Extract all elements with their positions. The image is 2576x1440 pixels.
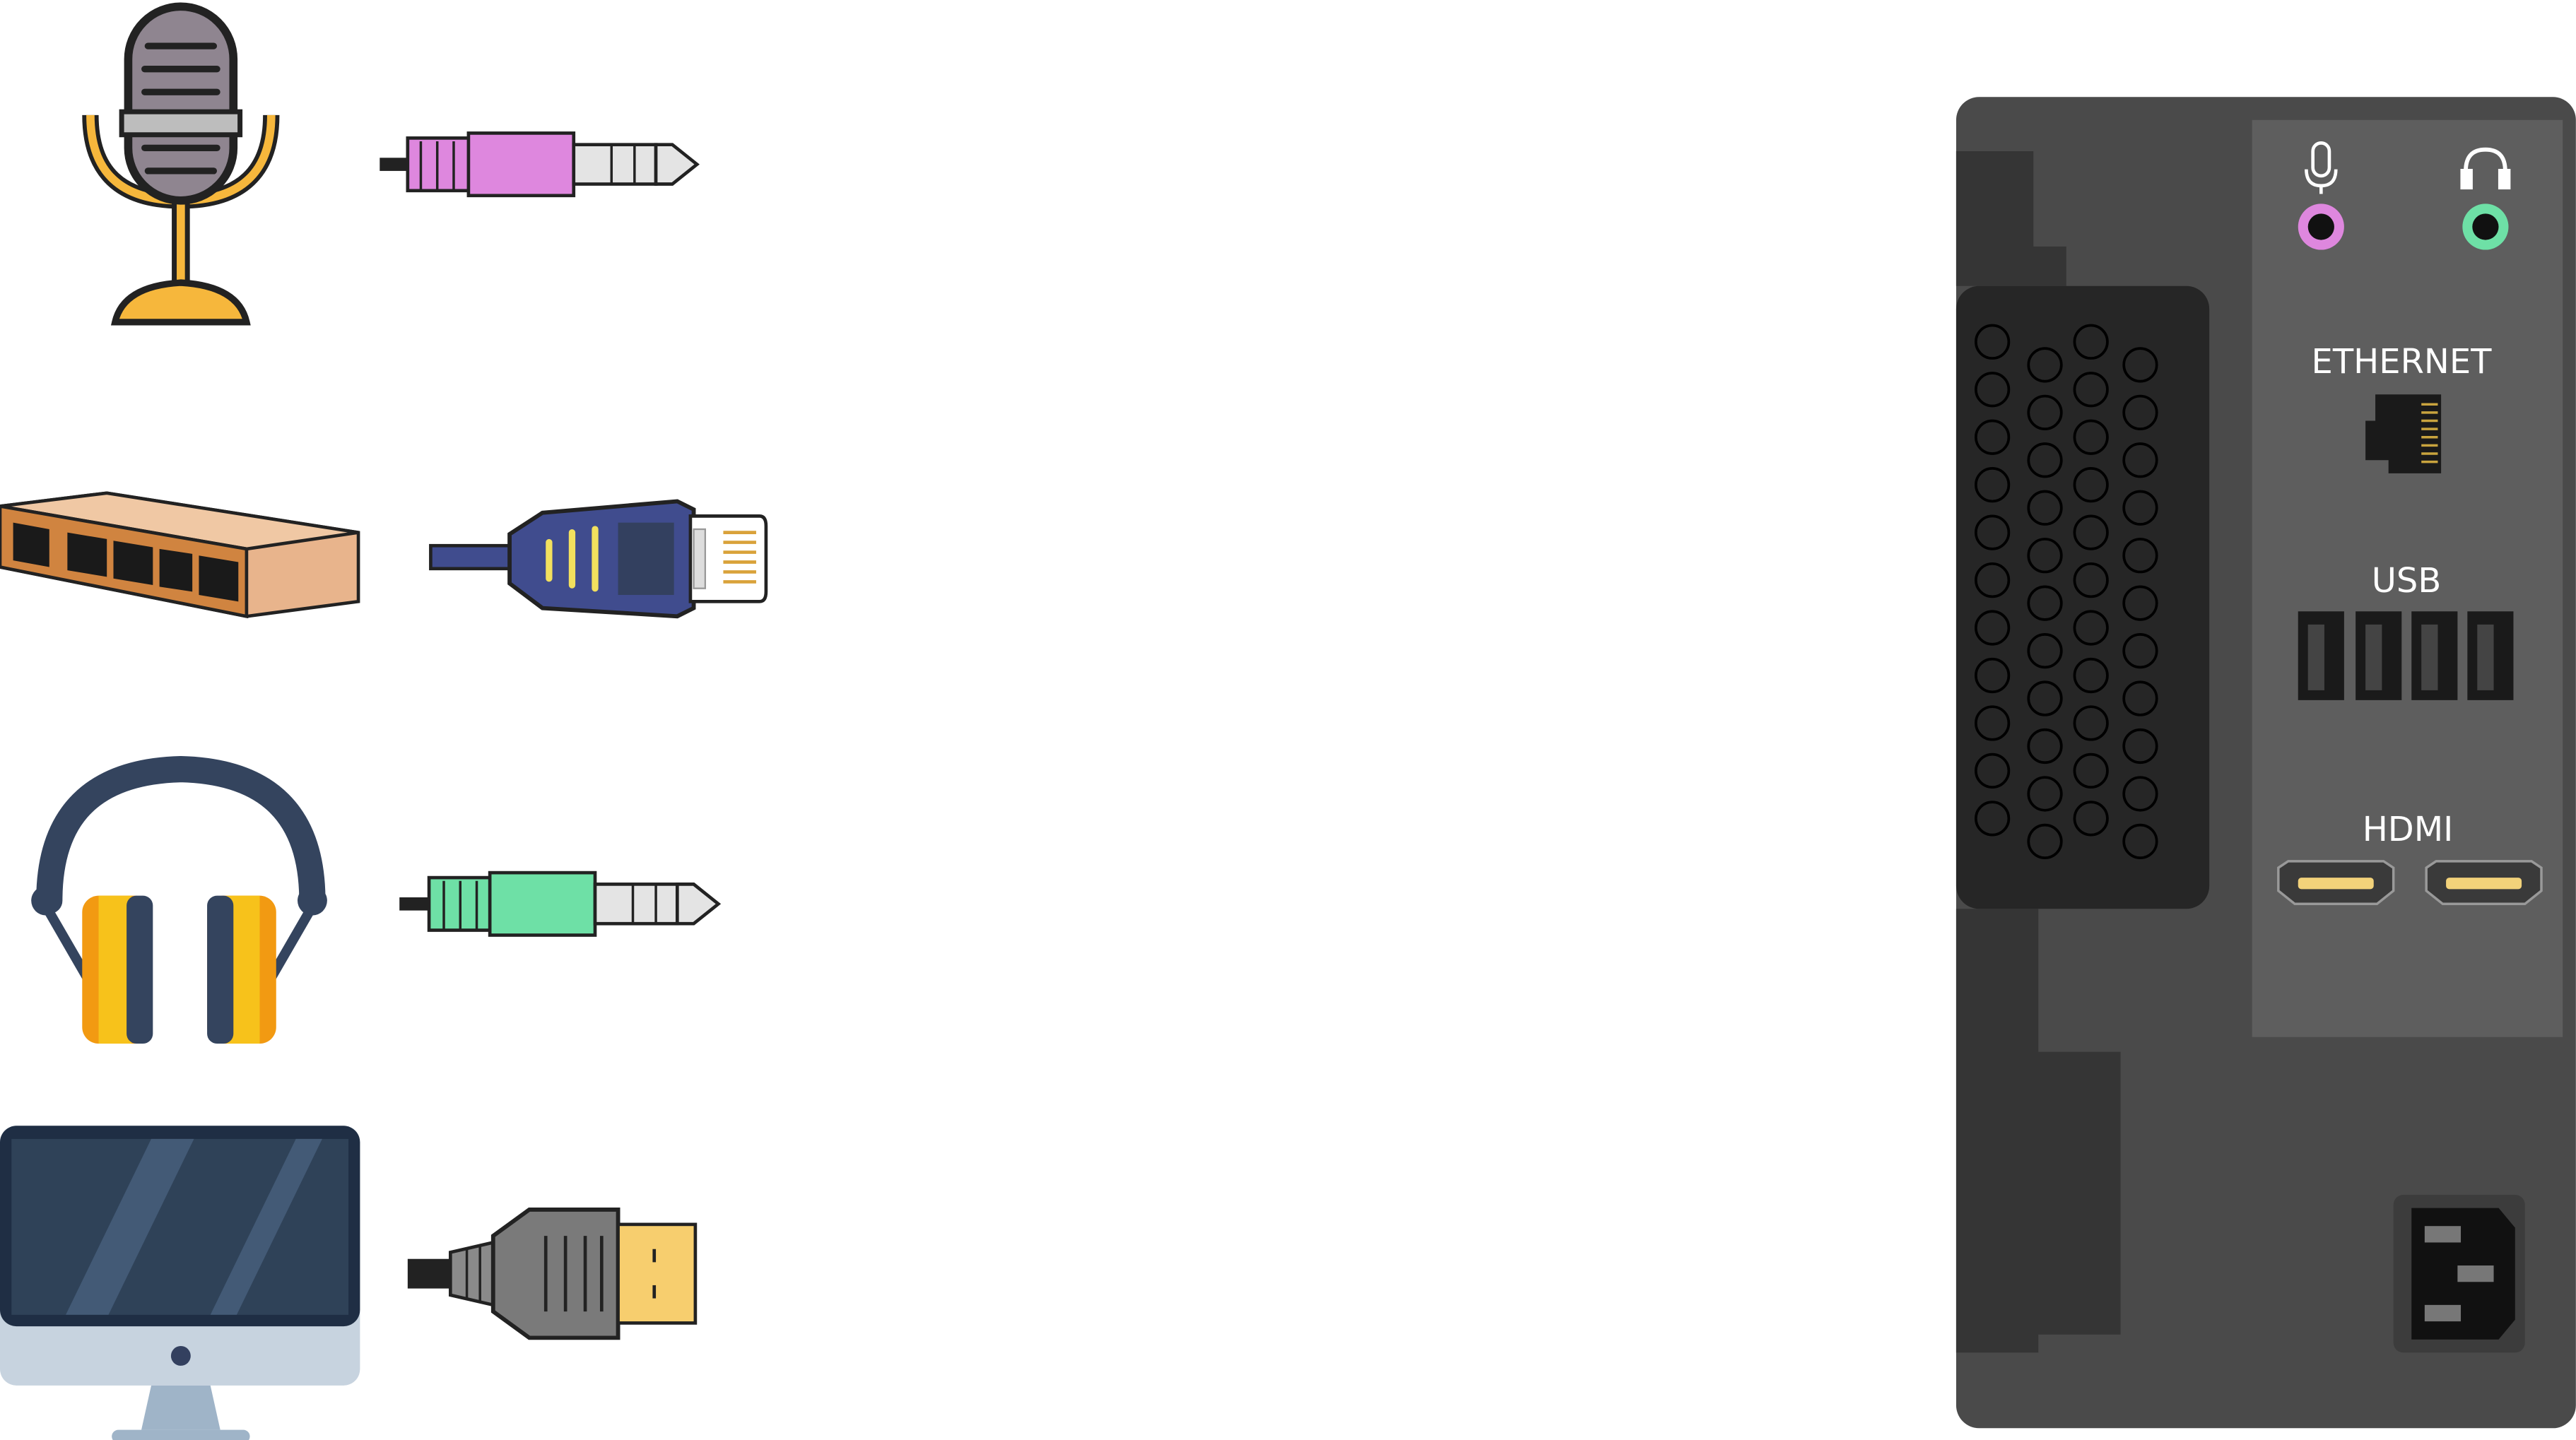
vent-hole [1974, 324, 2011, 360]
usb-port-3[interactable] [2411, 611, 2458, 700]
microphone-audio-plug-icon[interactable] [380, 131, 700, 198]
microphone-icon[interactable] [82, 2, 280, 326]
vent-hole [2073, 467, 2109, 503]
vent-hole [2122, 728, 2158, 765]
usb-port-1[interactable] [2298, 611, 2344, 700]
vent-hole [2027, 776, 2063, 812]
vent-hole [2122, 538, 2158, 574]
vent-hole [2027, 394, 2063, 430]
vent-hole [1974, 514, 2011, 550]
vent-hole [2122, 442, 2158, 478]
vent-hole [2027, 728, 2063, 765]
usb-port-4[interactable] [2467, 611, 2514, 700]
ethernet-port[interactable] [2365, 394, 2442, 473]
network-switch-icon[interactable] [0, 491, 360, 619]
hdmi-port-2[interactable] [2425, 860, 2543, 906]
vent-hole [1974, 705, 2011, 741]
vent-hole [1974, 419, 2011, 455]
headphones-audio-plug-icon[interactable] [399, 871, 722, 937]
headphone-small-icon [2460, 147, 2511, 190]
vent-hole [2027, 632, 2063, 669]
vent-hole [2073, 801, 2109, 837]
vent-hole [1974, 562, 2011, 598]
vent-hole [2027, 585, 2063, 621]
vent-hole [2073, 753, 2109, 789]
vent-hole [1974, 467, 2011, 503]
hdmi-port-1[interactable] [2277, 860, 2395, 906]
vent-hole [2073, 657, 2109, 694]
vent-hole [2122, 680, 2158, 716]
vent-hole [1974, 753, 2011, 789]
vent-hole [2073, 610, 2109, 646]
headphone-jack[interactable] [2460, 147, 2511, 250]
vent-hole [2073, 324, 2109, 360]
power-inlet[interactable] [2393, 1195, 2525, 1353]
vent-hole [1974, 801, 2011, 837]
vent-hole [2027, 442, 2063, 478]
vent-hole [2122, 823, 2158, 860]
vent-hole [1974, 657, 2011, 694]
vent-hole [1974, 610, 2011, 646]
vent-hole [2073, 562, 2109, 598]
vent-hole [2122, 490, 2158, 526]
vent-hole [2027, 347, 2063, 383]
monitor-icon[interactable] [0, 1126, 360, 1440]
vent-hole [2122, 632, 2158, 669]
vent-hole [2027, 490, 2063, 526]
vent-hole [2027, 680, 2063, 716]
usb-label: USB [2372, 561, 2442, 601]
vent-hole [1974, 372, 2011, 408]
vent-hole [2027, 538, 2063, 574]
vent-hole [2073, 419, 2109, 455]
ethernet-plug-icon[interactable] [429, 499, 768, 619]
vent-hole [2027, 823, 2063, 860]
hdmi-plug-icon[interactable] [407, 1208, 698, 1340]
vent-grille [1955, 285, 2210, 909]
headphones-icon[interactable] [31, 755, 327, 1044]
usb-port-2[interactable] [2356, 611, 2402, 700]
vent-hole [2122, 347, 2158, 383]
hdmi-ports [2277, 860, 2543, 906]
vent-hole [2122, 394, 2158, 430]
vent-hole [2122, 585, 2158, 621]
mic-small-icon [2305, 141, 2338, 194]
vent-hole [2073, 372, 2109, 408]
usb-ports [2298, 611, 2514, 700]
vent-hole [2122, 776, 2158, 812]
vent-hole [2073, 705, 2109, 741]
vent-holes [1974, 324, 2158, 860]
hdmi-label: HDMI [2363, 810, 2454, 849]
ethernet-label: ETHERNET [2312, 342, 2493, 382]
vent-hole [2073, 514, 2109, 550]
microphone-jack[interactable] [2298, 141, 2344, 250]
